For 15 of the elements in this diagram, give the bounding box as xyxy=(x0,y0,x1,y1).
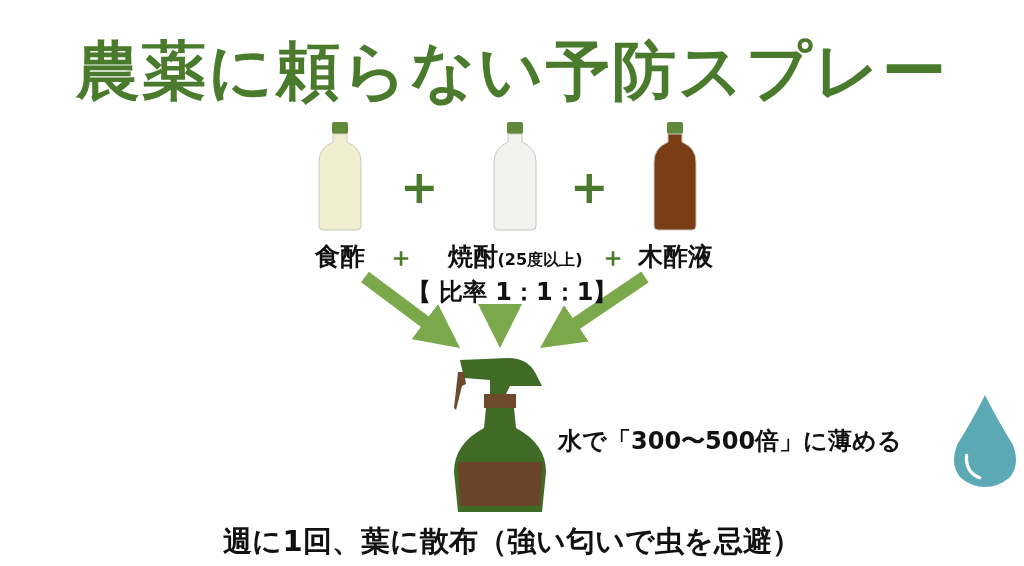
plus-sign: ＋ xyxy=(600,241,626,274)
plus-sign: ＋ xyxy=(388,241,414,274)
arrow xyxy=(478,304,522,348)
arrow xyxy=(540,271,649,348)
plus-sign: + xyxy=(570,160,609,214)
instruction-text: 週に1回、葉に散布（強い匂いで虫を忌避） xyxy=(222,523,802,560)
ingredient-label: 焼酎 xyxy=(447,241,498,273)
ingredient-label: 食酢 xyxy=(315,241,365,273)
ingredient-label: 木酢液 xyxy=(637,241,713,273)
note-text: (25度以上) xyxy=(497,250,583,271)
arrow xyxy=(361,271,460,348)
plus-sign: + xyxy=(400,160,439,214)
title: 農薬に頼らない予防スプレー xyxy=(74,33,949,110)
instruction-text: 水で「300〜500倍」に薄める xyxy=(558,426,903,457)
ratio-text: 【 比率 1：1：1】 xyxy=(406,277,618,308)
